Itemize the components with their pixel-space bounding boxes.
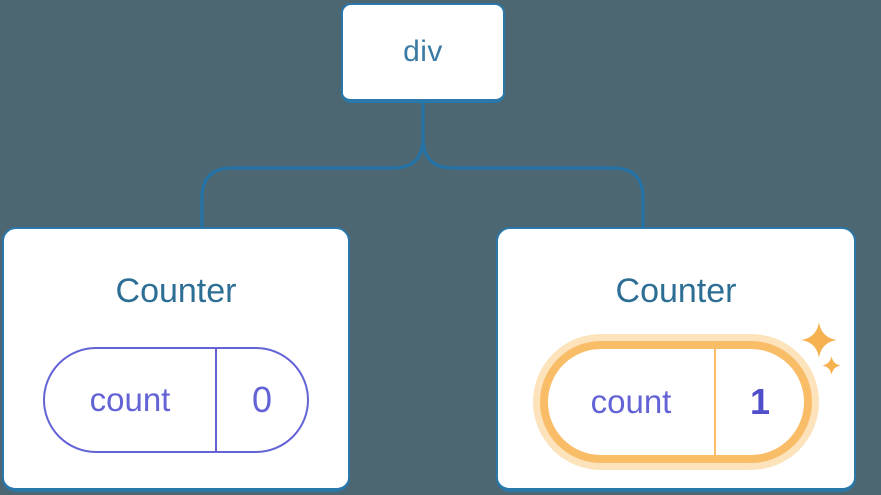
pill-divider (215, 349, 217, 451)
root-node-label: div (403, 35, 443, 68)
pill-divider (714, 349, 716, 455)
state-key-label: count (590, 383, 672, 420)
state-value: 0 (251, 379, 273, 420)
state-key-label: count (89, 381, 171, 418)
counter-title: Counter (615, 272, 737, 310)
counter-title: Counter (115, 272, 237, 310)
counter-card-right: Counter count 1 (496, 227, 856, 492)
state-pill-count-1-highlighted: count 1 (540, 341, 812, 463)
counter-card-left: Counter count 0 (2, 227, 350, 492)
root-node-div: div (341, 3, 505, 103)
state-value: 1 (749, 381, 771, 422)
state-pill-count-0: count 0 (43, 347, 309, 453)
